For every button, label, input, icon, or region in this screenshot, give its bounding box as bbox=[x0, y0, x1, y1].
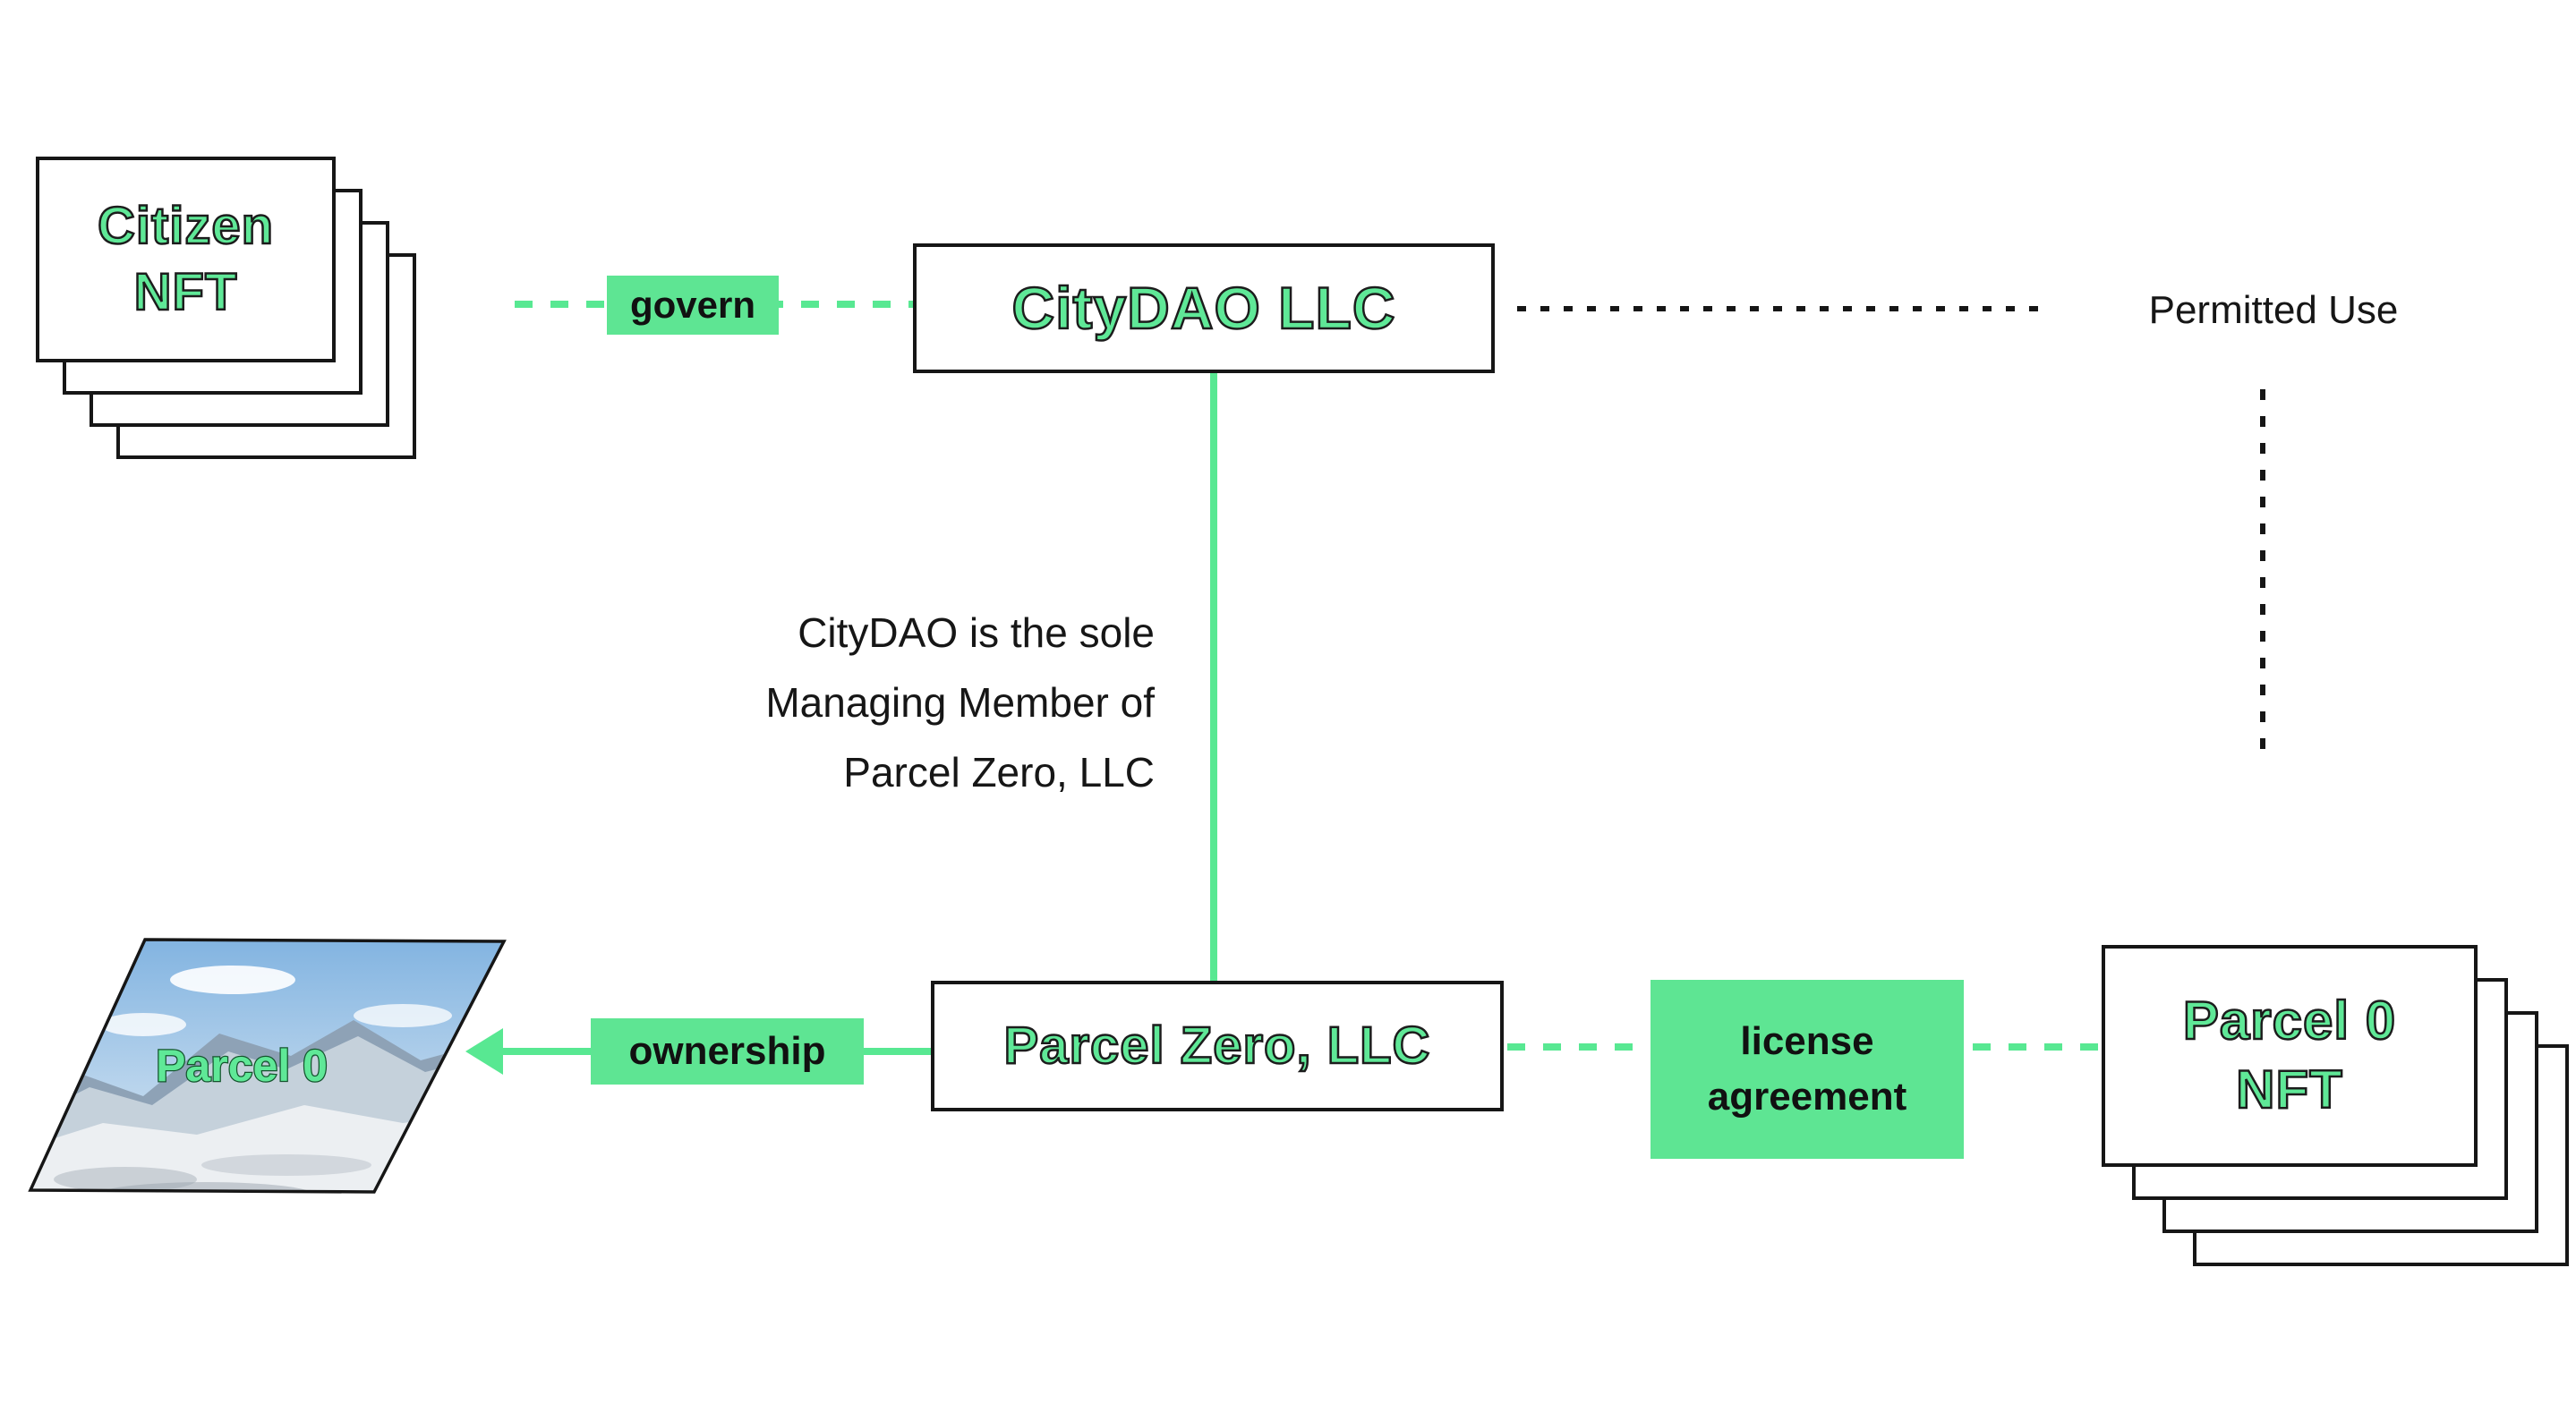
permitted-use-label: Permitted Use bbox=[2086, 288, 2461, 333]
parcel-zero-llc-box: Parcel Zero, LLC bbox=[931, 981, 1504, 1111]
license-agreement-label-line2: agreement bbox=[1707, 1075, 1907, 1119]
left-arrowhead-icon bbox=[465, 1028, 503, 1075]
citydao-llc-label: CityDAO LLC bbox=[1011, 274, 1396, 343]
license-agreement-label-line1: license bbox=[1740, 1019, 1874, 1063]
citizen-nft-card: Citizen NFT bbox=[36, 157, 336, 362]
govern-label: govern bbox=[607, 276, 779, 335]
license-agreement-label: license agreement bbox=[1651, 980, 1964, 1159]
note-line1: CityDAO is the sole bbox=[798, 609, 1155, 656]
citydao-llc-box: CityDAO LLC bbox=[913, 243, 1495, 373]
permitted-use-dotted-line-vertical bbox=[2260, 389, 2265, 765]
permitted-use-dotted-line-horizontal bbox=[1517, 306, 2050, 311]
parcel0-land-image: Parcel 0 bbox=[28, 938, 507, 1194]
parcel-zero-llc-label: Parcel Zero, LLC bbox=[1002, 1016, 1431, 1076]
citizen-nft-label-line1: Citizen bbox=[97, 196, 275, 257]
parcel0-nft-card: Parcel 0 NFT bbox=[2102, 945, 2478, 1167]
permitted-use-label-text: Permitted Use bbox=[2148, 288, 2399, 332]
ownership-label: ownership bbox=[591, 1018, 864, 1085]
parcel0-land-label: Parcel 0 bbox=[156, 1041, 328, 1091]
parcel0-nft-label-line1: Parcel 0 bbox=[2182, 990, 2397, 1051]
managing-member-note: CityDAO is the sole Managing Member of P… bbox=[653, 598, 1155, 807]
managing-member-line bbox=[1210, 371, 1217, 984]
parcel0-nft-label-line2: NFT bbox=[2235, 1059, 2343, 1120]
citizen-nft-label-line2: NFT bbox=[132, 262, 238, 323]
note-line2: Managing Member of bbox=[765, 679, 1155, 726]
note-line3: Parcel Zero, LLC bbox=[843, 749, 1155, 796]
govern-label-text: govern bbox=[629, 284, 756, 326]
ownership-label-text: ownership bbox=[628, 1029, 826, 1073]
